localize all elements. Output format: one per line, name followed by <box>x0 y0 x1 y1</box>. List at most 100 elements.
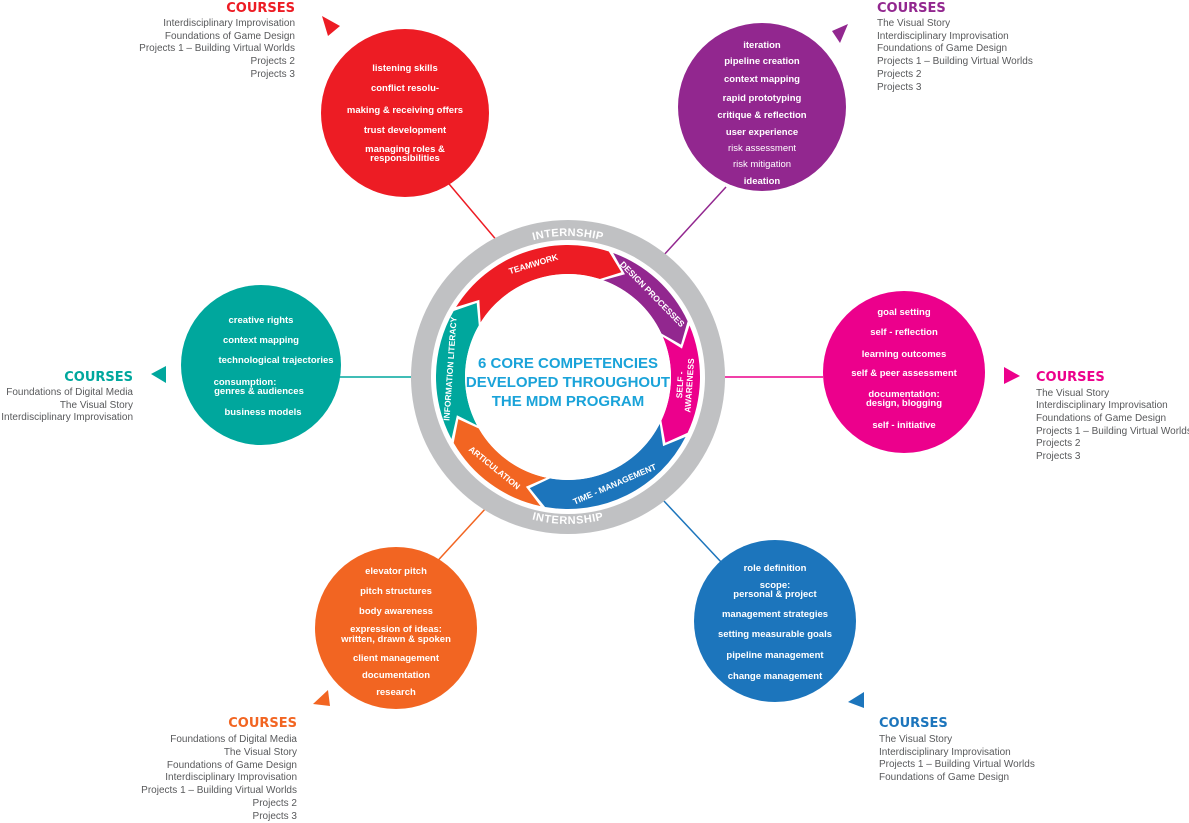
courses-title: COURSES <box>64 370 133 385</box>
course-item: Projects 2 <box>251 56 296 67</box>
skill-item: pipeline management <box>726 650 824 661</box>
center-title-line-3: THE MDM PROGRAM <box>492 393 645 410</box>
skill-item: learning outcomes <box>862 349 946 360</box>
center-title-line-1: 6 CORE COMPETENCIES <box>478 355 658 372</box>
skill-item: context mapping <box>223 335 299 346</box>
course-item: Projects 3 <box>251 69 296 80</box>
bubble-time-management: role definition scope: personal & projec… <box>694 540 856 702</box>
course-item: Projects 1 – Building Virtual Worlds <box>879 759 1035 770</box>
course-item: The Visual Story <box>1036 388 1109 399</box>
skill-item: personal & project <box>733 589 817 600</box>
skill-item: self & peer assessment <box>851 368 957 379</box>
courses-articulation: COURSES Foundations of Digital Media The… <box>141 716 297 822</box>
course-item: Projects 3 <box>253 811 298 822</box>
skill-item: change management <box>728 671 823 682</box>
courses-information-literacy: COURSES Foundations of Digital Media The… <box>1 370 133 423</box>
skill-item: genres & audiences <box>214 386 304 397</box>
course-item: The Visual Story <box>879 734 952 745</box>
course-item: Interdisciplinary Improvisation <box>1 412 133 423</box>
courses-self-awareness: COURSES The Visual Story Interdisciplina… <box>1036 370 1189 462</box>
bubble-circle <box>823 291 985 453</box>
bubble-self-awareness: goal setting self - reflection learning … <box>823 291 985 453</box>
skill-item: making & receiving offers <box>347 105 463 116</box>
course-item: The Visual Story <box>877 18 950 29</box>
skill-item: management strategies <box>722 609 828 620</box>
skill-item: managing roles & <box>365 144 445 155</box>
skill-item: role definition <box>744 563 807 574</box>
skill-item: user experience <box>726 127 798 138</box>
course-item: Foundations of Game Design <box>879 772 1009 783</box>
bubble-circle <box>694 540 856 702</box>
courses-title: COURSES <box>877 1 946 16</box>
course-item: Interdisciplinary Improvisation <box>877 31 1009 42</box>
course-item: Projects 1 – Building Virtual Worlds <box>141 785 297 796</box>
skill-item: scope: <box>760 580 791 591</box>
skill-item: critique & reflection <box>717 110 806 121</box>
skill-item: documentation <box>362 670 430 681</box>
arc-self-awareness <box>661 325 700 443</box>
skill-item: expression of ideas: <box>350 624 442 635</box>
center-title-line-2: DEVELOPED THROUGHOUT <box>466 374 670 391</box>
course-item: Foundations of Game Design <box>1036 413 1166 424</box>
skill-item: creative rights <box>229 315 294 326</box>
arc-design-processes <box>603 252 688 345</box>
courses-title: COURSES <box>1036 370 1105 385</box>
skill-item: setting measurable goals <box>718 629 832 640</box>
triangle-icon <box>151 366 166 383</box>
bubble-design-processes: iteration pipeline creation context mapp… <box>678 23 846 191</box>
arc-information-literacy <box>436 303 479 439</box>
triangle-icon <box>848 692 864 708</box>
skill-item: ideation <box>744 176 781 187</box>
skill-item: research <box>376 687 416 698</box>
skill-item: pitch structures <box>360 586 432 597</box>
skill-item: responsibilities <box>370 153 440 164</box>
arc-time-management <box>529 423 686 509</box>
course-item: Projects 1 – Building Virtual Worlds <box>1036 426 1189 437</box>
skill-item: self - initiative <box>872 420 935 431</box>
bubble-circle <box>315 547 477 709</box>
course-item: Projects 3 <box>1036 451 1081 462</box>
skill-item: client management <box>353 653 440 664</box>
bubble-circle <box>678 23 846 191</box>
skill-item: goal setting <box>877 307 931 318</box>
arc-teamwork <box>456 245 622 323</box>
course-item: The Visual Story <box>60 400 133 411</box>
course-item: Projects 2 <box>1036 438 1081 449</box>
course-item: Projects 1 – Building Virtual Worlds <box>139 43 295 54</box>
course-item: Projects 3 <box>877 82 922 93</box>
skill-item: design, blogging <box>866 398 942 409</box>
arc-label-line: AWARENESS <box>683 358 697 413</box>
competency-arcs <box>436 245 700 509</box>
triangle-icon <box>313 690 330 706</box>
arc-articulation <box>453 419 547 507</box>
course-item: Interdisciplinary Improvisation <box>165 772 297 783</box>
bubble-information-literacy: creative rights context mapping technolo… <box>181 285 341 445</box>
courses-time-management: COURSES The Visual Story Interdisciplina… <box>879 716 1035 783</box>
skill-item: conflict resolu- <box>371 83 439 94</box>
courses-title: COURSES <box>226 1 295 16</box>
courses-title: COURSES <box>879 716 948 731</box>
skill-item: trust development <box>364 125 447 136</box>
courses-title: COURSES <box>228 716 297 731</box>
course-item: Interdisciplinary Improvisation <box>1036 400 1168 411</box>
skill-item: consumption: <box>214 377 277 388</box>
internship-label-top: INTERNSHIP <box>531 227 605 243</box>
course-item: Foundations of Digital Media <box>6 387 133 398</box>
skill-item: technological trajectories <box>218 355 333 366</box>
course-pointers <box>151 16 1020 708</box>
triangle-icon <box>832 24 848 43</box>
skill-item: pipeline creation <box>724 56 800 67</box>
skill-item: risk mitigation <box>733 159 791 170</box>
arc-label-line: SELF - <box>674 371 686 399</box>
course-item: Interdisciplinary Improvisation <box>879 747 1011 758</box>
center-title: 6 CORE COMPETENCIES DEVELOPED THROUGHOUT… <box>466 355 670 410</box>
courses-teamwork: COURSES Interdisciplinary Improvisation … <box>139 1 295 80</box>
skill-item: self - reflection <box>870 327 938 338</box>
course-item: Projects 2 <box>877 69 922 80</box>
skill-item: body awareness <box>359 606 433 617</box>
skill-item: context mapping <box>724 74 800 85</box>
course-item: Foundations of Game Design <box>165 31 295 42</box>
skill-item: written, drawn & spoken <box>340 634 451 645</box>
